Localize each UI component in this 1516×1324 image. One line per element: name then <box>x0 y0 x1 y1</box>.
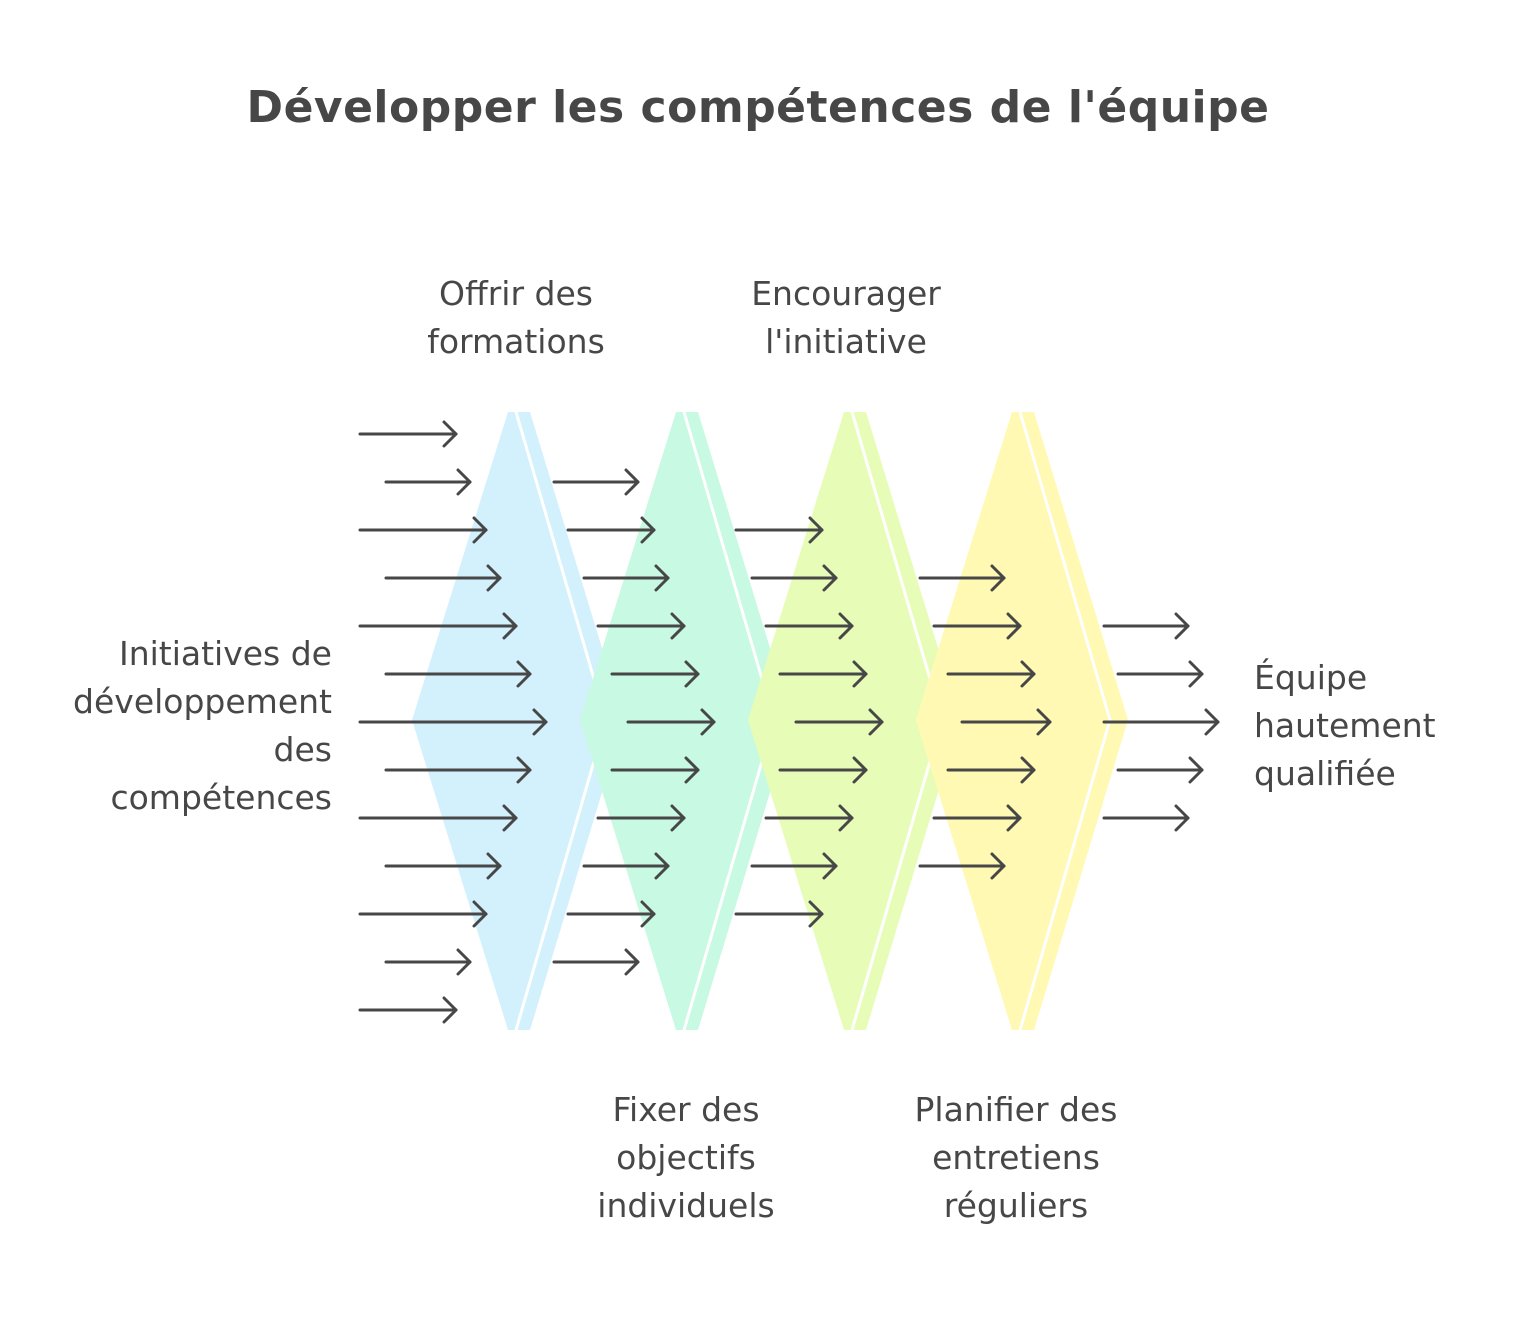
flow-arrow <box>750 564 838 592</box>
flow-arrow <box>358 708 548 736</box>
flow-arrow <box>596 612 686 640</box>
flow-arrows <box>358 420 1220 1024</box>
flow-arrow <box>932 804 1022 832</box>
flow-arrow <box>358 900 488 928</box>
flow-arrow <box>384 468 472 496</box>
flow-arrow <box>734 900 824 928</box>
flow-arrow <box>610 756 700 784</box>
flow-arrow <box>918 564 1006 592</box>
output-label: Équipe hautement qualifiée <box>1254 658 1436 793</box>
flow-arrow <box>960 708 1052 736</box>
flow-arrow <box>358 516 488 544</box>
flow-arrow <box>764 804 854 832</box>
flow-arrow <box>932 612 1022 640</box>
flow-arrow <box>1116 660 1204 688</box>
flow-arrow <box>750 852 838 880</box>
stage-label-3: Encourager l'initiative <box>751 274 941 361</box>
stage-label-4: Planifier des entretiens réguliers <box>914 1090 1118 1225</box>
flow-arrow <box>384 852 502 880</box>
flow-arrow <box>384 564 502 592</box>
diagram-title: Développer les compétences de l'équipe <box>246 82 1270 133</box>
flow-arrow <box>566 900 656 928</box>
flow-arrow <box>1102 708 1220 736</box>
flow-arrow <box>918 852 1006 880</box>
flow-arrow <box>552 468 640 496</box>
stage-label-1: Offrir des formations <box>427 274 605 361</box>
flow-arrow <box>946 660 1036 688</box>
flow-arrow <box>552 948 640 976</box>
flow-arrow <box>778 756 868 784</box>
flow-arrow <box>734 516 824 544</box>
flow-arrow <box>384 948 472 976</box>
flow-arrow <box>358 996 458 1024</box>
flow-arrow <box>1102 804 1190 832</box>
flow-arrow <box>778 660 868 688</box>
flow-arrow <box>1102 612 1190 640</box>
flow-arrow <box>358 420 458 448</box>
stage-label-2: Fixer des objectifs individuels <box>597 1090 775 1225</box>
flow-arrow <box>764 612 854 640</box>
flow-arrow <box>582 564 670 592</box>
flow-arrow <box>358 804 518 832</box>
flow-arrow <box>610 660 700 688</box>
flow-arrow <box>794 708 884 736</box>
flow-arrow <box>626 708 716 736</box>
flow-arrow <box>582 852 670 880</box>
flow-arrow <box>1116 756 1204 784</box>
input-label: Initiatives de développement des compéte… <box>73 634 332 817</box>
flow-arrow <box>384 660 532 688</box>
stage-chevron-highlight-4 <box>1018 411 1112 1031</box>
flow-arrow <box>946 756 1036 784</box>
flow-arrow <box>596 804 686 832</box>
flow-arrow <box>384 756 532 784</box>
flow-arrow <box>358 612 518 640</box>
flow-arrow <box>566 516 656 544</box>
